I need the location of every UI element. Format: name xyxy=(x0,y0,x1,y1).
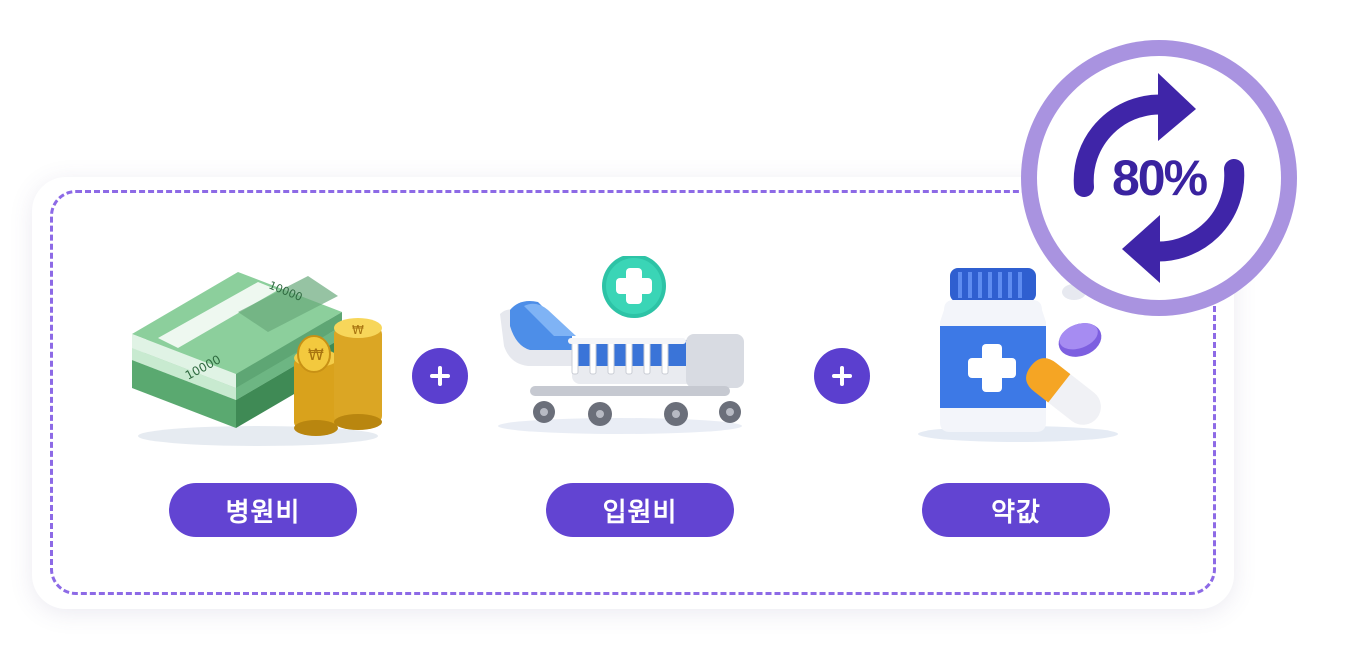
hospital-fee-label: 병원비 xyxy=(169,483,357,537)
svg-text:₩: ₩ xyxy=(308,345,324,364)
medicine-fee-label: 약값 xyxy=(922,483,1110,537)
svg-text:₩: ₩ xyxy=(352,323,364,337)
admission-fee-label: 입원비 xyxy=(546,483,734,537)
refund-percent-text: 80% xyxy=(1111,150,1208,206)
hospital-bed-icon xyxy=(490,254,752,436)
plus-icon xyxy=(814,348,870,404)
medicine-bottle-icon xyxy=(914,262,1124,442)
refund-badge: 80% xyxy=(1018,37,1300,319)
money-icon: 10000 10000 ₩ ₩ xyxy=(128,268,388,448)
dashed-border xyxy=(50,190,1216,595)
plus-icon xyxy=(412,348,468,404)
refresh-cycle-icon xyxy=(1021,40,1297,316)
